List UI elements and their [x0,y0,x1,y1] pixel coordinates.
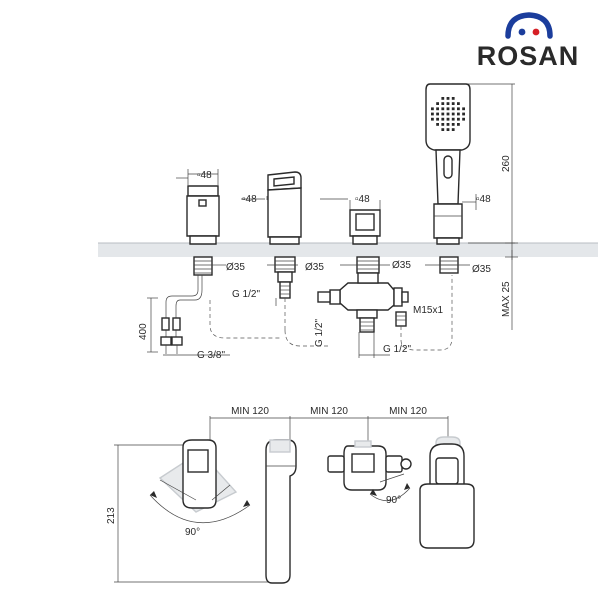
nozzle [431,107,434,111]
nozzle [446,107,450,111]
hose-thread-label: G 3/8" [197,350,225,361]
diverter [317,200,453,358]
nozzle [441,112,445,116]
nozzle [457,102,460,105]
nozzle [436,117,439,121]
width-label-handle: ▫48 [197,170,212,181]
nozzle [457,112,460,116]
nozzle [446,128,450,131]
width-label-diverter: ▫48 [355,194,370,205]
nozzle [451,112,455,116]
nozzle [446,97,450,100]
spout-plan [265,439,297,584]
nozzle [457,107,460,111]
nozzle [451,97,455,100]
nozzle [436,102,439,105]
hose-dia-label-3: Ø35 [392,260,411,271]
deck-max-label: MAX 25 [501,281,512,317]
hand-shower [425,83,518,330]
nozzle [457,123,460,126]
spacing-label-1: MIN 120 [231,406,269,417]
m-thread-label: M15x1 [413,305,443,316]
shower-height-label: 260 [501,155,512,172]
nozzle [431,112,434,116]
nozzle [462,117,465,121]
nozzle [441,128,445,131]
nozzle [441,97,445,100]
nozzle [451,128,455,131]
handle-plan: 90° [149,439,251,538]
nozzle [446,123,450,126]
thread-label-left: G 1/2" [232,289,260,300]
hose-dia-label-1: Ø35 [226,262,245,273]
hose-dia-label-4: Ø35 [472,264,491,275]
nozzle [441,123,445,126]
nozzle [441,102,445,105]
deck-surface [98,243,598,257]
brand-name: ROSAN [477,41,580,71]
nozzle [451,107,455,111]
nozzle [441,117,445,121]
nozzle [441,107,445,111]
width-label-shower: ▫48 [476,194,491,205]
angle-label-diverter: 90° [386,495,401,506]
spout [209,171,330,347]
spacing-label-2: MIN 120 [310,406,348,417]
plan-view: MIN 120 MIN 120 MIN 120 213 90° [106,406,475,584]
nozzle [451,102,455,105]
brand-logo: ROSAN [477,12,580,71]
nozzle [436,107,439,111]
nozzle [462,112,465,116]
nozzle [451,123,455,126]
thread-label-vertical: G 1/2" [314,319,325,347]
depth-label: 213 [106,507,117,524]
thread-label-bottom-right: G 1/2" [383,344,411,355]
nozzle [446,102,450,105]
spacing-label-3: MIN 120 [389,406,427,417]
hose-length-label: 400 [138,323,149,340]
nozzle [457,117,460,121]
diverter-plan: 90° [327,440,412,506]
nozzle [446,112,450,116]
nozzle [451,117,455,121]
angle-label-handle: 90° [185,527,200,538]
shower-nozzle-grid [431,97,465,131]
nozzle [431,117,434,121]
shower-plan [419,436,475,549]
nozzle [436,112,439,116]
elevation-view: ▫48 ▫48 ▫48 ▫48 Ø35 Ø35 Ø35 Ø35 G 1/2" G… [98,83,598,361]
logo-mark [505,12,553,39]
nozzle [436,123,439,126]
nozzle [462,107,465,111]
nozzle [446,117,450,121]
handle-left [147,169,230,356]
hose-dia-label-2: Ø35 [305,262,324,273]
width-label-spout: ▫48 [242,194,257,205]
